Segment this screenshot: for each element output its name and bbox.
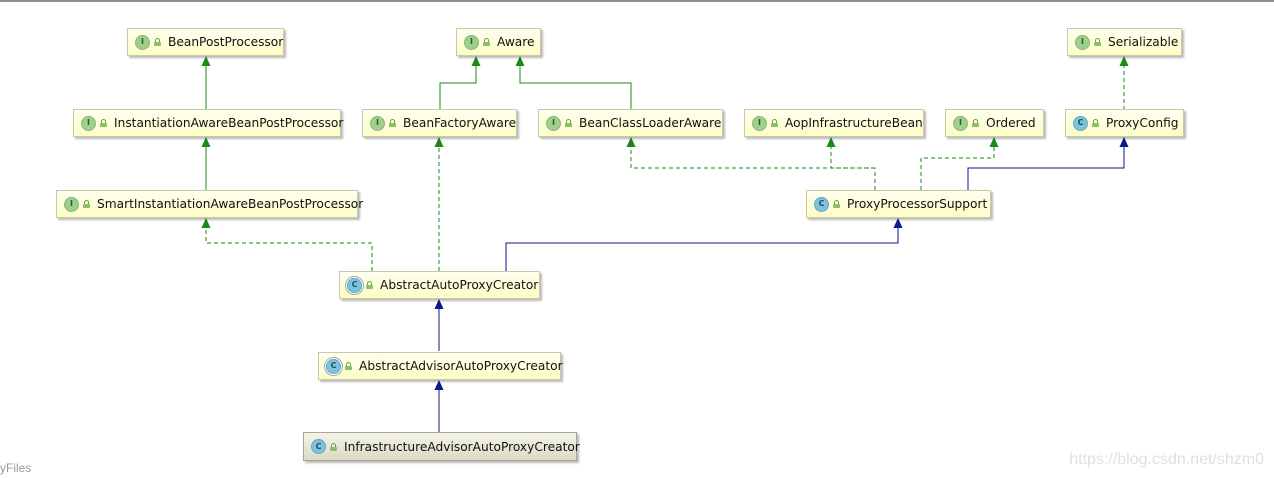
abstract-class-icon: C xyxy=(326,358,341,374)
public-lock-icon xyxy=(1092,119,1099,127)
edge-abstract-auto-proxy-to-proxy-processor-support xyxy=(505,219,898,271)
public-lock-icon xyxy=(483,38,490,46)
public-lock-icon xyxy=(565,119,572,127)
interface-icon: I xyxy=(546,115,561,131)
node-bean-class-loader-aware[interactable]: I BeanClassLoaderAware xyxy=(538,109,723,137)
public-lock-icon xyxy=(345,362,352,370)
node-label: BeanFactoryAware xyxy=(403,116,517,130)
node-instantiation-aware-bean-post-processor[interactable]: I InstantiationAwareBeanPostProcessor xyxy=(73,109,344,137)
node-label: ProxyConfig xyxy=(1106,116,1179,130)
class-icon: C xyxy=(814,196,829,212)
edge-pps-to-bean-class-loader-aware xyxy=(631,138,876,190)
public-lock-icon xyxy=(389,119,396,127)
node-label: AbstractAutoProxyCreator xyxy=(380,278,539,292)
edge-pps-to-proxy-config xyxy=(967,138,1124,190)
public-lock-icon xyxy=(972,119,979,127)
node-abstract-auto-proxy-creator[interactable]: C AbstractAutoProxyCreator xyxy=(339,271,540,299)
public-lock-icon xyxy=(100,119,107,127)
node-label: InfrastructureAdvisorAutoProxyCreator xyxy=(344,439,580,454)
interface-icon: I xyxy=(464,34,479,50)
public-lock-icon xyxy=(154,38,161,46)
node-label: ProxyProcessorSupport xyxy=(847,197,988,211)
yfiles-watermark: yFiles xyxy=(0,461,32,475)
public-lock-icon xyxy=(771,119,778,127)
edge-bean-factory-aware-to-aware xyxy=(439,57,476,110)
edge-bean-class-loader-aware-to-aware xyxy=(520,57,632,110)
public-lock-icon xyxy=(833,200,840,208)
node-label: SmartInstantiationAwareBeanPostProcessor xyxy=(97,197,364,211)
node-label: BeanClassLoaderAware xyxy=(579,116,722,130)
edge-abstract-auto-proxy-to-smart xyxy=(206,219,373,271)
node-proxy-config[interactable]: C ProxyConfig xyxy=(1065,109,1184,137)
edge-pps-to-aop-infrastructure-bean xyxy=(831,138,875,169)
edge-pps-to-ordered xyxy=(920,138,994,190)
node-smart-instantiation-aware-bean-post-processor[interactable]: I SmartInstantiationAwareBeanPostProcess… xyxy=(56,190,363,218)
interface-icon: I xyxy=(135,34,150,50)
interface-icon: I xyxy=(370,115,385,131)
blog-url-watermark: https://blog.csdn.net/shzm0 xyxy=(1069,451,1264,468)
node-abstract-advisor-auto-proxy-creator[interactable]: C AbstractAdvisorAutoProxyCreator xyxy=(318,352,563,380)
interface-icon: I xyxy=(64,196,79,212)
class-icon: C xyxy=(1073,115,1088,131)
public-lock-icon xyxy=(83,200,90,208)
interface-icon: I xyxy=(81,115,96,131)
node-infrastructure-advisor-auto-proxy-creator[interactable]: C InfrastructureAdvisorAutoProxyCreator xyxy=(303,432,580,461)
node-ordered[interactable]: I Ordered xyxy=(945,109,1044,137)
interface-icon: I xyxy=(752,115,767,131)
node-label: InstantiationAwareBeanPostProcessor xyxy=(114,116,344,130)
top-border xyxy=(0,0,1274,2)
interface-icon: I xyxy=(953,115,968,131)
node-label: Serializable xyxy=(1108,35,1179,49)
public-lock-icon xyxy=(330,442,337,451)
node-aop-infrastructure-bean[interactable]: I AopInfrastructureBean xyxy=(744,109,924,137)
node-bean-factory-aware[interactable]: I BeanFactoryAware xyxy=(362,109,517,137)
interface-icon: I xyxy=(1075,34,1090,50)
node-proxy-processor-support[interactable]: C ProxyProcessorSupport xyxy=(806,190,991,218)
node-label: Ordered xyxy=(986,116,1036,130)
public-lock-icon xyxy=(1094,38,1101,46)
class-icon: C xyxy=(311,439,326,454)
abstract-class-icon: C xyxy=(347,277,362,293)
node-bean-post-processor[interactable]: I BeanPostProcessor xyxy=(127,28,284,56)
node-serializable[interactable]: I Serializable xyxy=(1067,28,1182,56)
node-aware[interactable]: I Aware xyxy=(456,28,541,56)
public-lock-icon xyxy=(366,281,373,289)
node-label: AbstractAdvisorAutoProxyCreator xyxy=(359,359,563,373)
node-label: BeanPostProcessor xyxy=(168,35,284,49)
node-label: Aware xyxy=(497,35,535,49)
node-label: AopInfrastructureBean xyxy=(785,116,923,130)
